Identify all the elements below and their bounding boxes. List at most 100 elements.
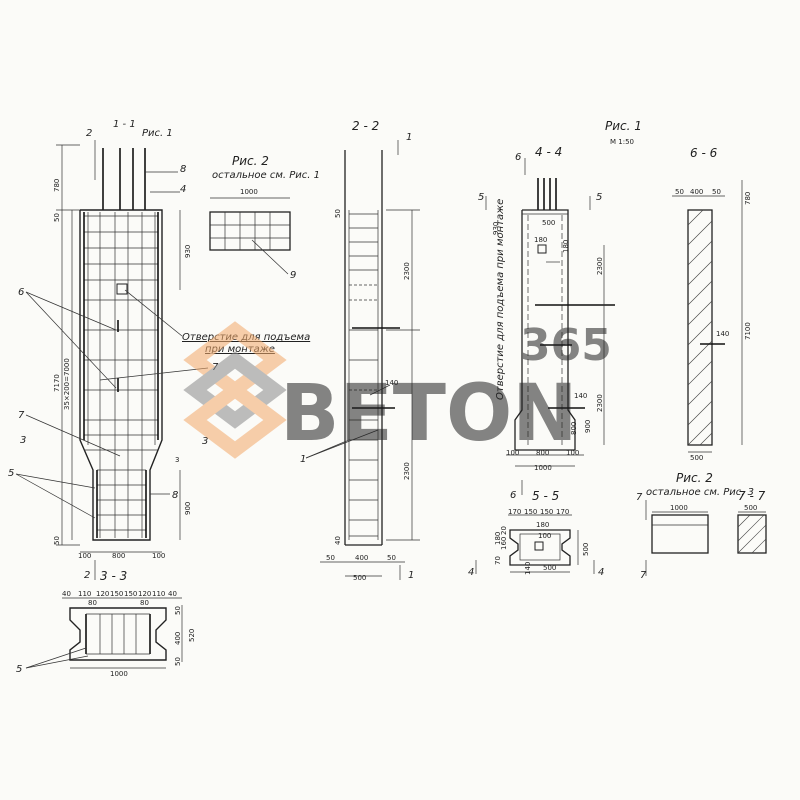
- section-4-4: 4 - 4 6 5 5 500 930 180 2300 2300 800 90…: [478, 145, 615, 501]
- callout-3-left: 3: [20, 435, 26, 446]
- callout-1-bottom: 1: [408, 570, 414, 581]
- dim-33-150a: 150: [110, 590, 123, 598]
- dim-55-160: 160: [500, 537, 508, 550]
- dim-930: 930: [184, 245, 192, 258]
- dim-180-44: 180: [562, 240, 570, 253]
- dim-33-80a: 80: [88, 599, 97, 607]
- dim-900: 900: [184, 502, 192, 515]
- dim-50-bottom-left: 50: [53, 536, 61, 545]
- dim-33-120a: 120: [96, 590, 109, 598]
- callout-6-bottom: 6: [510, 490, 516, 501]
- fig2-top-subtitle: остальное см. Рис. 1: [212, 170, 320, 181]
- callout-7-bottom: 7: [640, 570, 647, 581]
- section-3-3: 3 - 3 40 110 120 150 150 120 110 40 80 8…: [16, 569, 196, 678]
- dim-800: 800: [112, 552, 125, 560]
- dim-33-400: 400: [174, 632, 182, 645]
- dim-900-44: 900: [584, 420, 592, 433]
- dim-40-22: 40: [334, 536, 342, 545]
- fig2-top-title: Рис. 2: [232, 154, 269, 168]
- callout-7-b: 7: [18, 410, 25, 421]
- dim-500-66: 500: [690, 454, 703, 462]
- hole-note-vertical: Отверстие для подъема при монтаже: [495, 199, 506, 400]
- callout-6-top: 6: [515, 152, 521, 163]
- dim-2300-44b: 2300: [596, 394, 604, 412]
- dim-500-b: 500: [353, 574, 366, 582]
- dim-7170: 7170: [53, 374, 61, 392]
- section-5-5-title: 5 - 5: [532, 489, 559, 503]
- callout-1-top: 1: [406, 132, 412, 143]
- callout-1-mid: 1: [300, 454, 306, 465]
- fig1-right-title: Рис. 1: [605, 119, 642, 133]
- dim-55-180: 180: [536, 521, 549, 529]
- watermark-logo-icon: [183, 321, 287, 459]
- section-5-5: 5 - 5 170 150 150 170 180 100 500 140 50…: [468, 489, 604, 578]
- dim-2300-b: 2300: [403, 462, 411, 480]
- callout-4-right: 4: [598, 567, 604, 578]
- dim-33-40b: 40: [168, 590, 177, 598]
- dim-55-170a: 170: [508, 508, 521, 516]
- dim-400-66: 400: [690, 188, 703, 196]
- section-3-3-title: 3 - 3: [100, 569, 127, 583]
- callout-6: 6: [18, 287, 24, 298]
- dim-400-b: 400: [355, 554, 368, 562]
- fig2-top: Рис. 2 остальное см. Рис. 1 1000 9: [209, 154, 320, 281]
- dim-2300-a: 2300: [403, 262, 411, 280]
- section-1-1-fig: Рис. 1: [142, 128, 173, 139]
- dim-55-180l: 180: [494, 532, 502, 545]
- callout-8-top: 8: [180, 164, 186, 175]
- dim-50-66b: 50: [712, 188, 721, 196]
- dim-140-44: 140: [574, 392, 587, 400]
- dim-33-1000: 1000: [110, 670, 128, 678]
- dim-55-100: 100: [538, 532, 551, 540]
- fig2-right-dim: 1000: [670, 504, 688, 512]
- dim-50-b2: 50: [387, 554, 396, 562]
- section-2-2-title: 2 - 2: [352, 119, 379, 133]
- fig1-right: Рис. 1 М 1:50: [605, 119, 642, 146]
- callout-8-bottom: 8: [172, 490, 178, 501]
- dim-50-66a: 50: [675, 188, 684, 196]
- fig2-right: Рис. 2 остальное см. Рис. 3 1000 7 7 7 -…: [636, 471, 767, 581]
- dim-50-22: 50: [334, 209, 342, 218]
- callout-7-top: 7: [636, 492, 643, 503]
- dim-55-150b: 150: [540, 508, 553, 516]
- dim-77-500: 500: [744, 504, 757, 512]
- section-1-1: 1 - 1 Рис. 1 2: [8, 119, 219, 581]
- dim-100-a: 100: [78, 552, 91, 560]
- dim-55-170b: 170: [556, 508, 569, 516]
- dim-33-150b: 150: [124, 590, 137, 598]
- watermark: 365 BETON: [183, 320, 612, 459]
- dim-140-66: 140: [716, 330, 729, 338]
- dim-500-44: 500: [542, 219, 555, 227]
- callout-4: 4: [180, 184, 186, 195]
- dim-33-50a: 50: [174, 606, 182, 615]
- callout-5-left: 5: [478, 192, 484, 203]
- dim-33-120b: 120: [138, 590, 151, 598]
- dim-800-44: 800: [570, 422, 578, 435]
- callout-3-mid: 3: [175, 456, 179, 464]
- dim-100-44a: 100: [506, 449, 519, 457]
- dim-180-44b: 180: [534, 236, 547, 244]
- callout-5-right: 5: [596, 192, 602, 203]
- dim-7100-66: 7100: [744, 322, 752, 340]
- dim-50-left: 50: [53, 213, 61, 222]
- dim-930-44: 930: [492, 222, 500, 235]
- section-7-7-title: 7 - 7: [738, 489, 766, 503]
- hole-note-line2: при монтаже: [205, 344, 275, 355]
- dim-33-40a: 40: [62, 590, 71, 598]
- fig2-top-dim: 1000: [240, 188, 258, 196]
- dim-50-b1: 50: [326, 554, 335, 562]
- dim-100-44b: 100: [566, 449, 579, 457]
- dim-35x200: 35×200=7000: [63, 358, 71, 410]
- dim-55-140: 140: [524, 562, 532, 575]
- dim-33-80b: 80: [140, 599, 149, 607]
- watermark-365: 365: [520, 320, 612, 371]
- section-2-2: 2 - 2 1: [300, 119, 420, 582]
- fig2-right-title: Рис. 2: [676, 471, 713, 485]
- section-4-4-title: 4 - 4: [535, 145, 562, 159]
- dim-800-44b: 800: [536, 449, 549, 457]
- fig1-right-scale: М 1:50: [610, 138, 634, 146]
- callout-2-top: 2: [86, 128, 92, 139]
- dim-33-50b: 50: [174, 657, 182, 666]
- section-6-6-title: 6 - 6: [690, 146, 718, 160]
